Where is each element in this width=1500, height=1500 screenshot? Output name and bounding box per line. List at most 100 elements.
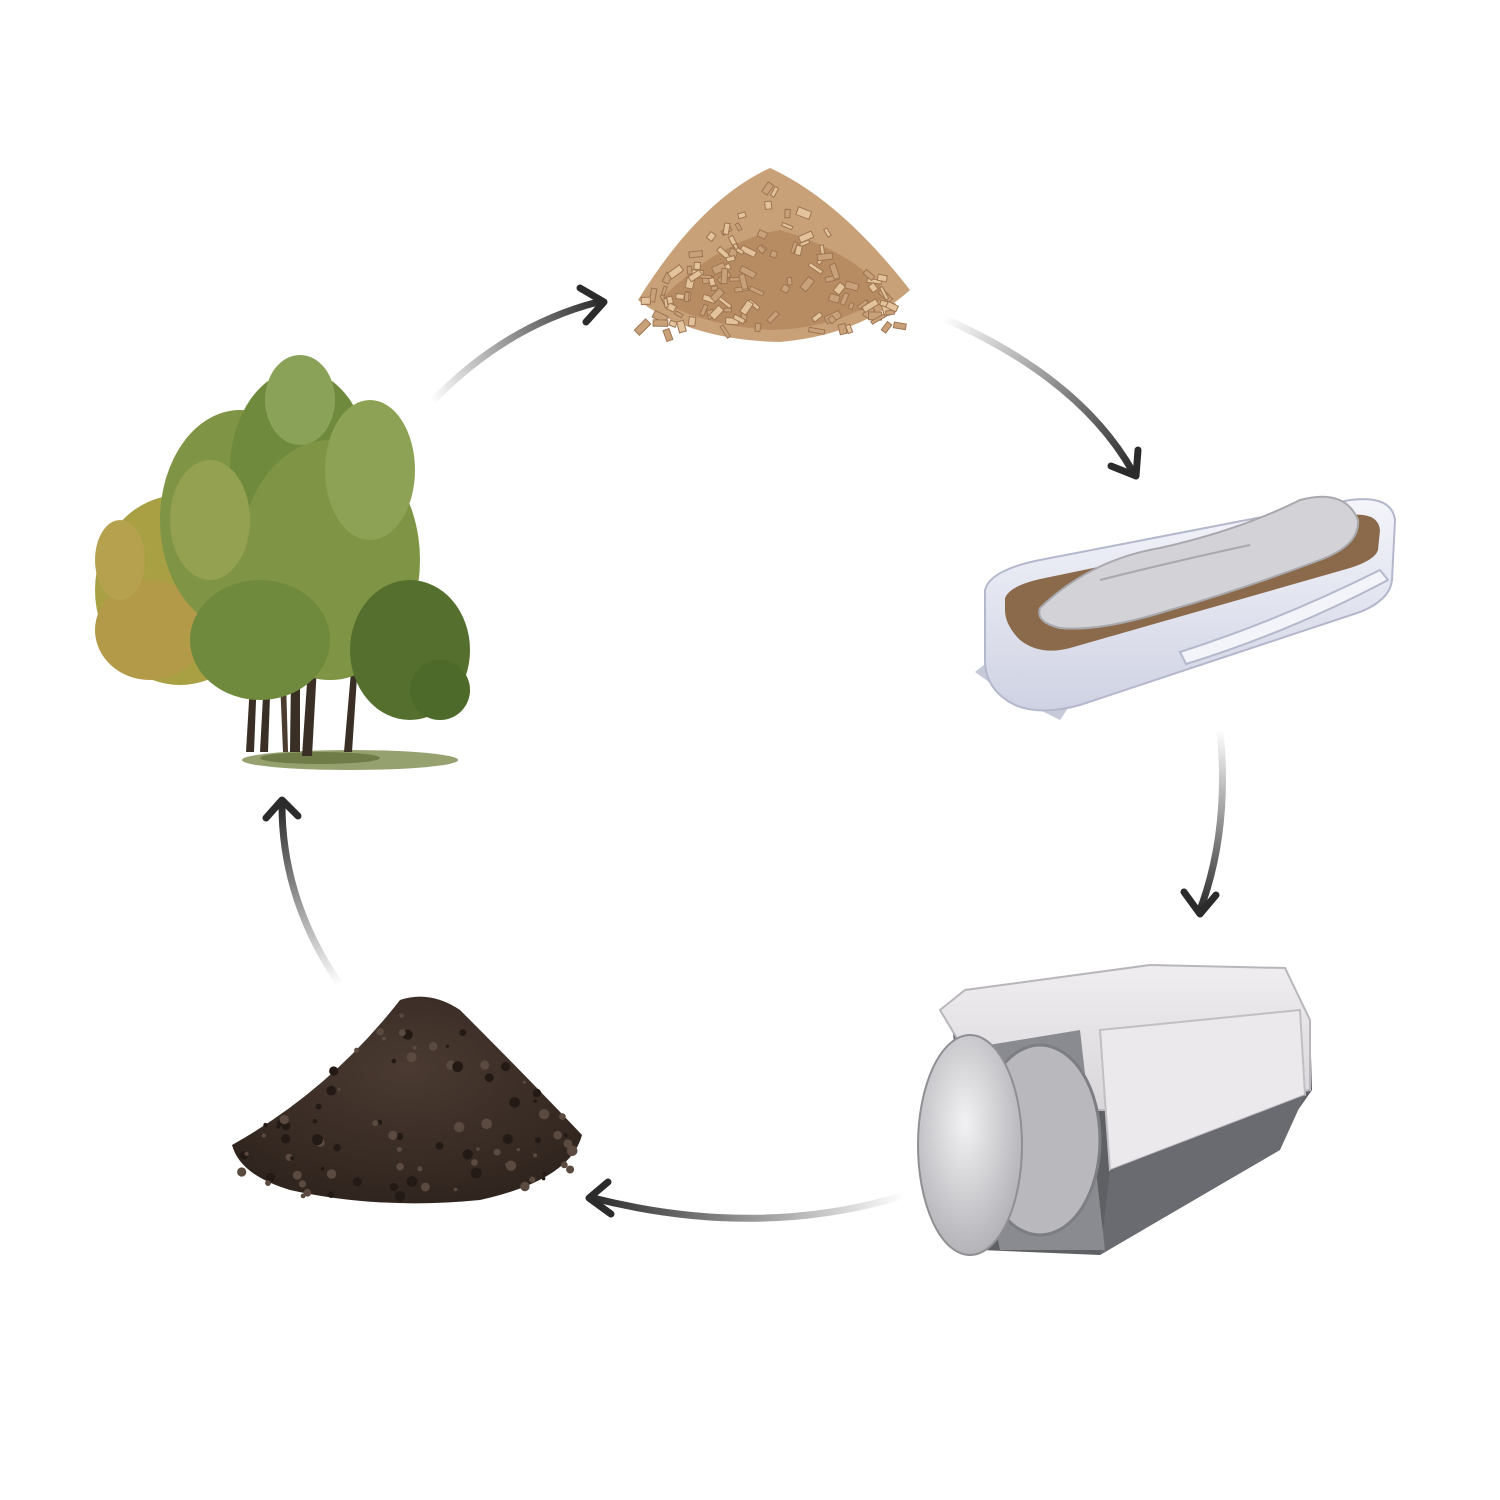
soil-crumb [523, 1080, 527, 1084]
soil-crumb [333, 1143, 341, 1152]
arrow-chips-to-cradle [939, 314, 1142, 480]
wood-chip [786, 276, 793, 286]
wood-chip [666, 264, 685, 280]
soil-crumb [406, 1176, 418, 1187]
wood-chip [794, 244, 803, 257]
soil-crumb [452, 1061, 464, 1073]
soil-crumb [520, 1181, 530, 1192]
wood-chip [738, 265, 758, 280]
wood-chip [780, 221, 794, 231]
soil-crumb [502, 1134, 513, 1145]
wood-chip [797, 230, 815, 244]
arrow-cradle-to-vessel [1180, 726, 1226, 918]
soil-crumb [263, 1122, 268, 1128]
wood-chip [844, 323, 854, 335]
wood-chip [878, 285, 890, 301]
soil-crumb [399, 1013, 404, 1018]
soil-crumb [481, 1118, 493, 1130]
soil-crumb [329, 1066, 339, 1076]
cradle-icon [975, 495, 1397, 720]
soil-crumb [566, 1145, 578, 1157]
wood-chip [708, 304, 725, 321]
wood-chip [739, 244, 758, 259]
soil-crumb [261, 1133, 266, 1138]
wood-chip [756, 229, 769, 240]
soil-crumb [292, 1170, 302, 1180]
wood-chip [675, 293, 685, 300]
wood-chip [676, 319, 687, 334]
wood-chip [719, 324, 732, 339]
arrow-tree-to-chips [428, 284, 608, 406]
soil-crumb [459, 1029, 467, 1036]
wood-chip [799, 275, 816, 293]
vessel-icon [917, 963, 1312, 1256]
soil-crumb [484, 1073, 494, 1082]
wood-chip [754, 322, 762, 333]
wood-chip [735, 247, 745, 256]
soil-crumb [470, 1167, 482, 1179]
soil-crumb [538, 1109, 550, 1120]
soil-crumb [312, 1119, 318, 1124]
wood-chip [693, 261, 702, 271]
wood-chip [687, 269, 703, 283]
soil-crumb [377, 1119, 383, 1125]
wood-chip [739, 299, 755, 316]
wood-chip [828, 262, 841, 281]
soil-crumb [315, 1103, 322, 1110]
wood-chip [707, 276, 717, 287]
soil-crumb [320, 1166, 325, 1171]
soil-crumb [237, 1167, 247, 1177]
wood-chip [688, 250, 704, 259]
soil-crumb [476, 1147, 480, 1151]
soil-crumb [244, 1151, 249, 1156]
wood-chip [652, 319, 669, 327]
wood-chip [779, 283, 791, 295]
wood-chip [633, 318, 652, 336]
wood-chip [823, 227, 832, 238]
wood-chip [710, 261, 727, 276]
soil-crumb [505, 1160, 517, 1171]
wood-chip [687, 316, 697, 327]
wood-chip [710, 285, 719, 292]
wood-chip [807, 326, 826, 335]
wood-chip [844, 280, 860, 292]
wood-chip [683, 291, 690, 303]
wood-chip [789, 240, 799, 254]
wood-chip [784, 208, 791, 219]
wood-chip [686, 265, 693, 275]
soil-crumb [412, 1045, 417, 1050]
soil-crumb [445, 1044, 450, 1048]
wood-chip [839, 291, 850, 307]
wood-chip [663, 297, 669, 309]
wood-chip [732, 313, 747, 325]
wood-chip [699, 303, 709, 317]
wood-chip [795, 206, 813, 220]
soil-crumb [533, 1153, 538, 1158]
soil-crumb [265, 1180, 271, 1186]
soil-icon [232, 996, 582, 1204]
soil-crumb [406, 1052, 417, 1063]
wood-chip [861, 298, 880, 314]
soil-crumb [266, 1172, 275, 1182]
wood-chip [870, 313, 887, 325]
soil-crumb [280, 1134, 291, 1144]
wood-chip [761, 181, 775, 196]
wood-chips-icon [633, 168, 910, 343]
soil-crumb [311, 1134, 323, 1146]
soil-crumb [421, 1182, 430, 1192]
wood-chip [867, 281, 879, 294]
soil-crumb [509, 1097, 520, 1108]
soil-crumb [327, 1191, 335, 1198]
soil-crumb [382, 1036, 386, 1041]
soil-crumb [303, 1188, 312, 1197]
wood-chip [766, 310, 780, 324]
soil-crumb [298, 1180, 307, 1188]
soil-crumb [493, 1148, 501, 1156]
wood-chip [640, 296, 652, 306]
wood-chip [862, 268, 876, 282]
wood-chip [725, 255, 736, 263]
soil-crumb [388, 1130, 398, 1140]
soil-crumb [398, 1029, 406, 1037]
wood-chip [705, 230, 717, 243]
